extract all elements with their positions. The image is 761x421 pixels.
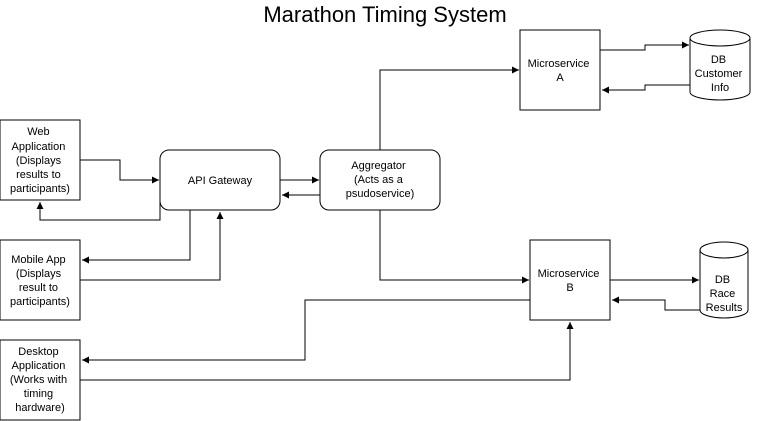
node-microservice-b-label: Microservice B <box>538 268 603 294</box>
edge-desktop-app-to-microservice-b <box>80 322 574 381</box>
node-db-race-results: DB Race Results <box>699 241 749 319</box>
edge-api-gateway-to-mobile-app <box>82 210 191 264</box>
node-web-application-label: Web Application (Displays results to par… <box>10 126 70 195</box>
diagram-title: Marathon Timing System <box>263 2 506 27</box>
node-mobile-app-label: Mobile App (Displays result to participa… <box>10 254 70 308</box>
edge-microservice-b-to-desktop-app <box>82 299 530 364</box>
node-microservice-b: Microservice B <box>529 239 611 321</box>
node-desktop-application-label: Desktop Application (Works with timing h… <box>10 346 70 414</box>
node-microservice-a: Microservice A <box>519 29 601 111</box>
node-db-customer-info-label: DB Customer Info <box>695 54 746 94</box>
edge-api-gateway-to-web-app <box>36 200 161 221</box>
edge-mobile-app-to-api-gateway <box>80 212 224 281</box>
node-db-race-results-label: DB Race Results <box>706 274 743 314</box>
node-desktop-application: Desktop Application (Works with timing h… <box>0 339 81 421</box>
node-aggregator: Aggregator (Acts as a psudoservice) <box>319 149 441 211</box>
edge-layer <box>36 41 721 381</box>
node-api-gateway-label: API Gateway <box>188 175 253 187</box>
edge-aggregator-to-microservice-b <box>379 210 529 284</box>
edge-microservice-a-to-db-customer <box>600 41 689 51</box>
edge-web-app-to-api-gateway <box>80 159 159 184</box>
node-aggregator-label: Aggregator (Acts as a psudoservice) <box>346 160 414 200</box>
node-db-customer-info: DB Customer Info <box>689 29 751 101</box>
node-web-application: Web Application (Displays results to par… <box>0 119 81 201</box>
node-api-gateway: API Gateway <box>159 149 281 211</box>
node-microservice-a-label: Microservice A <box>528 58 593 84</box>
node-mobile-app: Mobile App (Displays result to participa… <box>0 239 81 321</box>
edge-db-customer-to-microservice-a <box>602 84 690 94</box>
edge-aggregator-to-microservice-a <box>379 66 519 150</box>
